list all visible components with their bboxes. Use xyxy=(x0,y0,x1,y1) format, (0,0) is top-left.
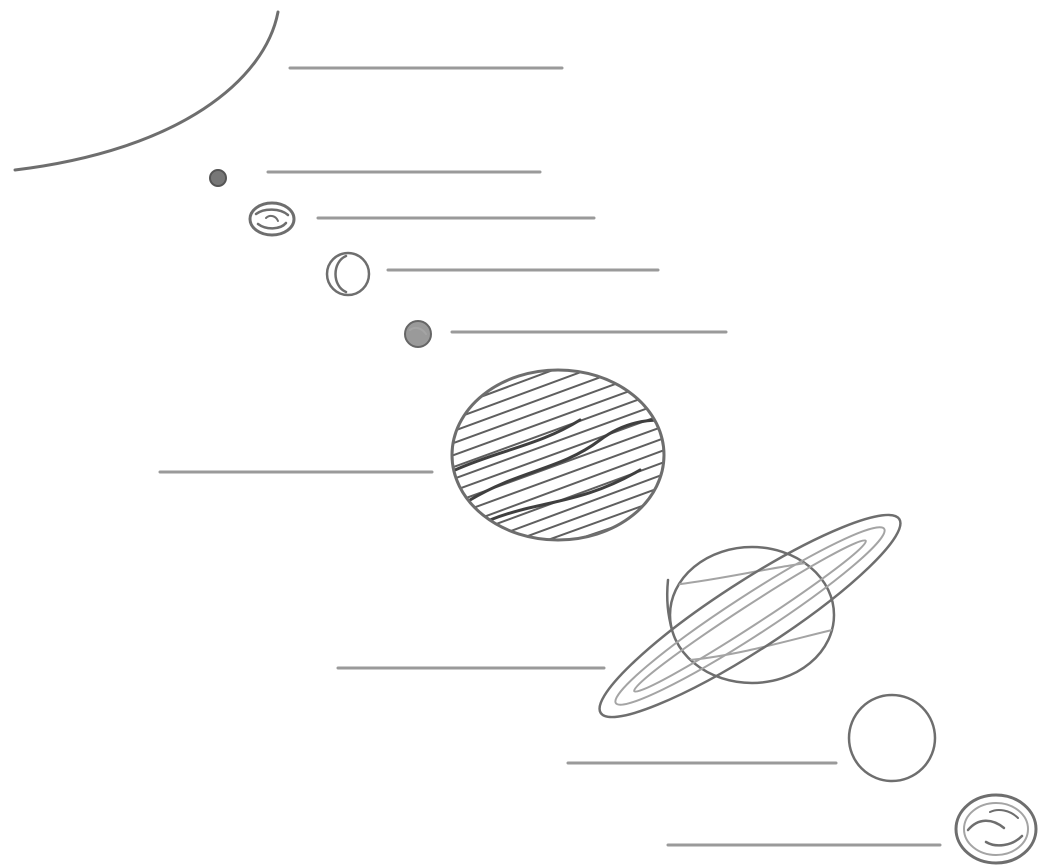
banded-gas-giant-icon xyxy=(440,355,670,552)
swirled-planet-icon xyxy=(250,203,294,235)
small-planet-icon xyxy=(210,170,226,186)
crescent-planet-icon xyxy=(327,253,369,295)
sun-arc-icon xyxy=(15,12,278,170)
plain-planet-icon xyxy=(849,695,935,781)
swirled-planet-icon xyxy=(956,795,1036,863)
small-planet-icon xyxy=(405,321,431,347)
